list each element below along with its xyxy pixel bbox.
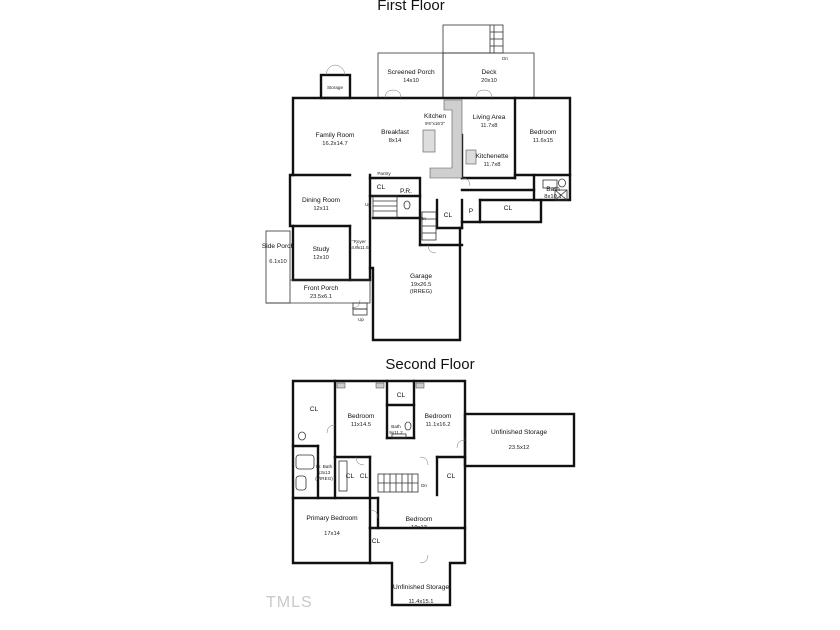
- dim-dining-room: 12x11: [313, 206, 328, 212]
- dim-kitchenette: 11.7x8: [484, 162, 501, 168]
- first-floor-fixtures: [403, 178, 568, 210]
- label-dn-2: Dn: [421, 483, 427, 488]
- label-cl-nw: CL: [310, 406, 319, 413]
- second-floor: Second Floor: [291, 356, 576, 607]
- first-floor: First Floor: [262, 0, 572, 342]
- first-floor-door-swings: [349, 89, 493, 309]
- label-foyer: Foyer: [354, 239, 366, 244]
- dim-bedroom-b: 11.1x16.2: [425, 422, 450, 428]
- dim-unfinished-storage-s: 11.4x15.1: [408, 599, 433, 605]
- tmls-logo: TMLS: [266, 594, 313, 611]
- label-primary-bedroom-1: Primary Bedroom: [306, 515, 358, 522]
- dim-deck: 20x10: [481, 78, 497, 84]
- deck-outline: [442, 24, 535, 99]
- label-screened-porch: Screened Porch: [387, 69, 435, 76]
- storage-outline: [319, 64, 352, 100]
- second-floor-fixtures: [295, 382, 425, 492]
- label-cl-top: CL: [397, 392, 406, 399]
- label-study: Study: [313, 246, 331, 253]
- dim-kitchen: 9'6"x16'2": [425, 121, 445, 126]
- kitchen-counters: [422, 99, 477, 179]
- label-cl-hall: CL: [504, 205, 513, 212]
- label-cl-pantry: CL: [377, 184, 386, 191]
- second-floor-title: Second Floor: [385, 356, 474, 373]
- dim-pr-bath: 13x13: [318, 470, 331, 475]
- first-floor-stairs: [372, 195, 437, 241]
- dim-living-area: 11.7x8: [481, 123, 498, 129]
- second-floor-stairs: [377, 473, 419, 493]
- label-cl-stair: CL: [444, 212, 453, 219]
- first-floor-labels: Storage Screened Porch 14x10 Deck 20x10 …: [262, 56, 562, 322]
- dim-family-room: 16.2x14.7: [322, 141, 347, 147]
- label-pr-bath: Pr. Bath: [316, 464, 333, 469]
- second-floor-labels: CL Bedroom 11x14.5 CL Bath 9x11.2 Bedroo…: [306, 392, 547, 605]
- label-bath-2: Bath: [391, 424, 401, 429]
- second-floor-door-swings: [326, 424, 466, 564]
- label-bedroom-c: Bedroom: [406, 516, 433, 523]
- dim-side-porch: 6.1x10: [269, 259, 286, 265]
- note-pr-bath: (IRREG): [315, 476, 333, 481]
- label-kitchen: Kitchen: [424, 113, 446, 120]
- porches: [265, 230, 371, 316]
- label-front-up: Up: [358, 317, 364, 322]
- label-deck: Deck: [481, 69, 497, 76]
- label-cl-sw: CL: [372, 538, 381, 545]
- label-front-porch: Front Porch: [304, 285, 339, 292]
- label-bedroom: Bedroom: [530, 129, 557, 136]
- label-up: Up: [365, 202, 371, 207]
- label-unfinished-storage-s: Unfinished Storage: [393, 584, 449, 591]
- label-dn: Dn: [420, 216, 426, 221]
- label-cl-hall-2: CL: [360, 473, 369, 480]
- label-deck-dn: Dn: [502, 56, 508, 61]
- dim-breakfast: 8x14: [389, 138, 402, 144]
- first-floor-title: First Floor: [377, 0, 445, 14]
- label-pr: P.R.: [400, 188, 412, 195]
- dim-garage: 19x26.5: [411, 282, 432, 288]
- label-family-room: Family Room: [316, 132, 355, 139]
- label-dining-room: Dining Room: [302, 197, 341, 204]
- label-kitchenette: Kitchenette: [476, 153, 509, 160]
- label-garage: Garage: [410, 273, 432, 280]
- label-bedroom-b: Bedroom: [425, 413, 452, 420]
- dim-bedroom-c: 19x13: [411, 525, 427, 531]
- label-living-area: Living Area: [473, 114, 506, 121]
- dim-foyer: 4.6x11.5: [351, 245, 369, 250]
- label-bath: Bath: [546, 186, 560, 193]
- label-breakfast: Breakfast: [381, 129, 409, 136]
- dim-bedroom-a: 11x14.5: [351, 422, 371, 428]
- label-cl-pr: CL: [346, 473, 355, 480]
- dim-study: 12x10: [313, 255, 329, 261]
- label-bedroom-a: Bedroom: [348, 413, 375, 420]
- label-unfinished-storage-e: Unfinished Storage: [491, 429, 547, 436]
- label-side-porch: Side Porch: [262, 243, 295, 250]
- dim-bath: 8x10.1: [544, 194, 561, 200]
- label-p: P: [469, 208, 474, 215]
- dim-bath-2: 9x11.2: [389, 430, 403, 435]
- dim-screened-porch: 14x10: [403, 78, 419, 84]
- label-cl-east: CL: [447, 473, 456, 480]
- dim-primary-bedroom: 17x14: [324, 531, 341, 537]
- label-storage: Storage: [327, 85, 344, 90]
- note-garage: (IRREG): [410, 289, 432, 295]
- dim-front-porch: 23.5x6.1: [310, 294, 332, 300]
- dim-unfinished-storage-e: 23.5x12: [509, 445, 530, 451]
- dim-bedroom: 11.6x15: [533, 138, 553, 144]
- label-pantry: Pantry: [377, 171, 391, 176]
